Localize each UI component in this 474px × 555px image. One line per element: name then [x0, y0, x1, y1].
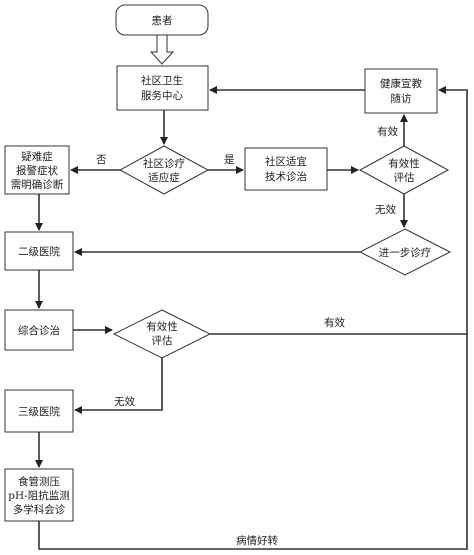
eval2-label-1: 有效性	[146, 320, 178, 333]
eval1-label-2: 评估	[394, 171, 415, 184]
hollow-arrow	[149, 34, 175, 65]
health-edu-node: 健康宣教 随访	[364, 68, 438, 114]
tests-node: 食管测压 pH-阻抗监测 多学科会诊	[4, 468, 74, 522]
community-indication-decision: 社区诊疗 适应症	[118, 145, 210, 195]
secondary-hospital-node: 二级医院	[4, 231, 74, 271]
patient-label: 患者	[152, 15, 173, 27]
eval1-label-1: 有效性	[388, 157, 420, 170]
suspected-label-3: 需明确诊断	[11, 178, 64, 191]
health-edu-label-2: 随访	[391, 92, 412, 105]
tests-label-2: pH-阻抗监测	[8, 489, 69, 502]
tertiary-hospital-label: 三级医院	[18, 405, 60, 418]
comprehensive-label: 综合诊治	[18, 324, 60, 337]
tests-label-3: 多学科会诊	[13, 503, 66, 516]
community-center-label-1: 社区卫生	[141, 74, 183, 87]
suspected-node: 疑难症 报警症状 需明确诊断	[4, 145, 70, 195]
suspected-label-2: 报警症状	[16, 164, 58, 177]
patient-node: 患者	[115, 4, 209, 36]
label-effective-up: 有效	[377, 125, 398, 138]
community-indication-label-2: 适应症	[148, 171, 180, 184]
eval1-decision: 有效性 评估	[358, 145, 450, 195]
tests-label-1: 食管测压	[18, 475, 60, 488]
label-ineffective-left: 无效	[114, 395, 135, 408]
health-edu-label-1: 健康宣教	[380, 77, 422, 90]
further-dx-decision: 进一步诊疗	[358, 228, 452, 276]
community-tech-label-2: 技术诊治	[265, 170, 307, 183]
label-improved: 病情好转	[236, 534, 278, 547]
label-no: 否	[96, 154, 107, 166]
suspected-label-1: 疑难症	[21, 150, 53, 163]
eval2-label-2: 评估	[152, 334, 173, 347]
further-dx-label: 进一步诊疗	[379, 246, 432, 259]
community-tech-node: 社区适宜 技术诊治	[244, 147, 328, 191]
community-indication-label-1: 社区诊疗	[143, 157, 185, 170]
label-ineffective-down: 无效	[375, 203, 396, 216]
edge-tests-improved	[38, 86, 468, 550]
secondary-hospital-label: 二级医院	[18, 245, 60, 258]
eval2-decision: 有效性 评估	[112, 309, 212, 359]
tertiary-hospital-node: 三级医院	[4, 389, 74, 433]
community-center-node: 社区卫生 服务中心	[116, 65, 209, 111]
community-tech-label-1: 社区适宜	[265, 155, 307, 168]
comprehensive-node: 综合诊治	[4, 309, 74, 351]
edge-eval2-ineffective	[74, 358, 163, 414]
community-center-label-2: 服务中心	[141, 89, 183, 102]
label-yes: 是	[224, 154, 235, 166]
label-effective-right: 有效	[324, 316, 345, 329]
